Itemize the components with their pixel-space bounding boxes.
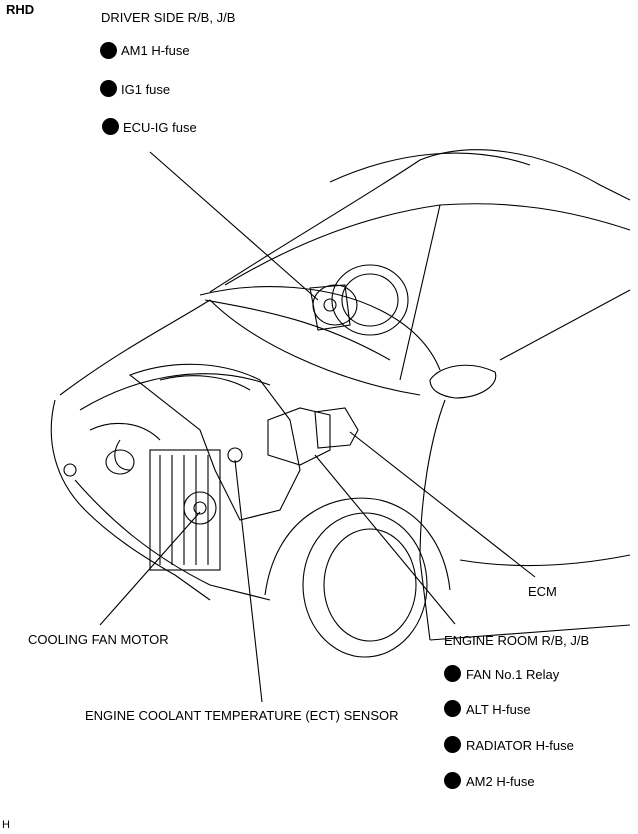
- engine-block: [128, 363, 301, 521]
- door-front-edge: [419, 399, 446, 641]
- cooling-fan-hub: [193, 501, 207, 515]
- corner-label: RHD: [6, 2, 35, 17]
- engine-room-item-am2: AM2 H-fuse: [466, 774, 535, 789]
- engine-room-item-radiator: RADIATOR H-fuse: [466, 738, 574, 753]
- grille: [89, 422, 161, 441]
- body-side: [459, 554, 631, 566]
- steering-rim-inner: [341, 273, 399, 327]
- radiator-core: [149, 449, 221, 571]
- side-mirror: [429, 364, 497, 399]
- front-tire: [302, 512, 428, 658]
- bullet-dot-icon: [100, 42, 117, 59]
- bullet-dot-icon: [102, 118, 119, 135]
- footer-code: H: [2, 819, 10, 831]
- callout-ect-sensor: ENGINE COOLANT TEMPERATURE (ECT) SENSOR: [85, 708, 399, 723]
- steering-wheel: [331, 264, 409, 336]
- headlamp: [105, 449, 135, 475]
- bullet-dot-icon: [444, 772, 461, 789]
- rocker: [429, 624, 631, 641]
- ecm-unit: [314, 407, 359, 449]
- leader-engine-room: [314, 454, 456, 625]
- bullet-dot-icon: [100, 80, 117, 97]
- front-rim: [323, 528, 417, 642]
- bullet-dot-icon: [444, 736, 461, 753]
- roof-line: [209, 149, 631, 293]
- hood-crease: [79, 373, 271, 411]
- engine-room-item-fan-relay: FAN No.1 Relay: [466, 667, 560, 682]
- engine-room-relay-box: [267, 407, 331, 466]
- engine-cover: [159, 375, 251, 391]
- driver-side-item-ig1: IG1 fuse: [121, 82, 171, 97]
- driver-side-item-ecu-ig: ECU-IG fuse: [123, 120, 197, 135]
- bullet-dot-icon: [444, 665, 461, 682]
- leader-ect: [234, 459, 263, 703]
- hood-rear-edge: [209, 299, 421, 396]
- hood-front-edge: [59, 299, 211, 396]
- leader-ecm: [349, 431, 536, 578]
- callout-ecm: ECM: [528, 584, 557, 599]
- a-pillar: [399, 204, 441, 381]
- windshield-lower: [199, 286, 441, 371]
- leader-driver-side: [149, 151, 319, 301]
- dash-line: [204, 299, 391, 361]
- callout-cooling-fan-motor: COOLING FAN MOTOR: [28, 632, 169, 647]
- engine-room-item-alt: ALT H-fuse: [466, 702, 531, 717]
- door-window: [499, 289, 631, 361]
- cooling-fan: [183, 491, 217, 525]
- driver-side-jb: [309, 284, 351, 331]
- driver-side-title: DRIVER SIDE R/B, J/B: [101, 10, 236, 25]
- oil-cap: [227, 447, 243, 463]
- leader-cooling-fan: [99, 511, 201, 626]
- driver-side-item-am1: AM1 H-fuse: [121, 43, 190, 58]
- bullet-dot-icon: [444, 700, 461, 717]
- bumper-lower: [74, 479, 271, 601]
- roof-inner-line: [329, 152, 531, 183]
- fog-lamp: [63, 463, 77, 477]
- engine-room-title: ENGINE ROOM R/B, J/B: [444, 633, 590, 648]
- wheel-arch: [264, 497, 451, 596]
- driver-jb-detail: [323, 298, 337, 312]
- intake-pipe: [114, 439, 131, 471]
